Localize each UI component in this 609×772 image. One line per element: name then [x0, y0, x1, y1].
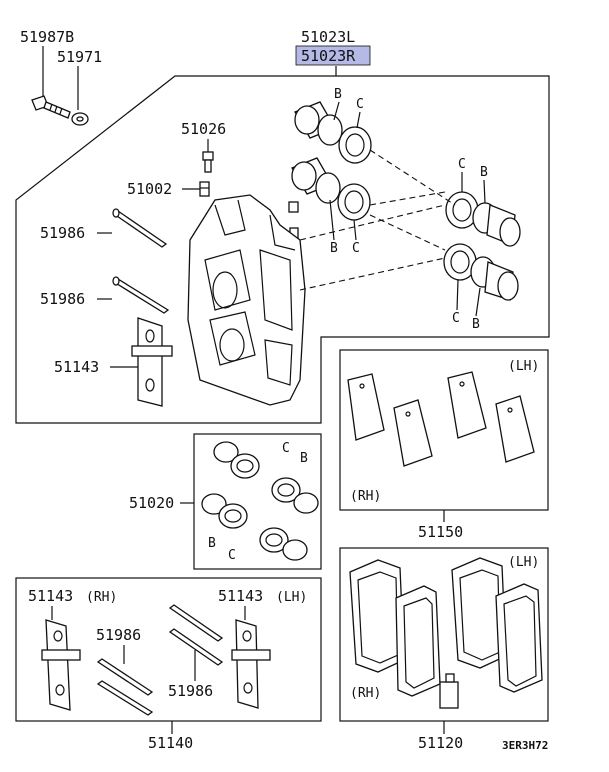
bleeder-cap-icon: [199, 181, 210, 197]
diagram-code: 3ER3H72: [502, 739, 548, 752]
assembly-line-2: [369, 191, 446, 206]
pad-kit-label: 51140: [148, 734, 193, 752]
brake-pads-icon: [349, 557, 543, 697]
seal-kit-frame: [193, 433, 322, 570]
piston-lower-left-icon: [291, 157, 371, 221]
clip-lh-marker: (LH): [276, 590, 307, 605]
seal-kit-icon: [201, 441, 319, 561]
marker-b-4-leader: [475, 287, 481, 317]
pin-lower-icon: [112, 276, 170, 314]
grease-tube-icon: [439, 673, 459, 709]
bleeder-label: 51026: [181, 120, 226, 138]
pin-lower-label: 51986: [40, 290, 85, 308]
caliper-right-highlight[interactable]: [295, 45, 371, 66]
caliper-group-frame: [15, 75, 550, 424]
marker-c-3: C: [458, 157, 466, 172]
caliper-right-label[interactable]: 51023R: [301, 47, 356, 65]
marker-b-3: B: [480, 165, 488, 180]
assembly-line-5: [369, 214, 446, 251]
marker-c-5: C: [282, 441, 290, 456]
piston-upper-left-icon: [294, 101, 372, 164]
clip-lh-icon: [231, 619, 271, 709]
pad-kit-frame: [15, 577, 322, 722]
clip-lh-label: 51143: [218, 587, 263, 605]
anti-rattle-clip-icon: [131, 317, 173, 407]
pads-label: 51120: [418, 734, 463, 752]
bolt-label: 51987B: [20, 28, 74, 46]
pad-plate-label: 51150: [418, 523, 463, 541]
caliper-left-label: 51023L: [301, 28, 355, 46]
bleeder-cap-label: 51002: [127, 180, 172, 198]
assembly-line-1: [369, 149, 456, 206]
shim-plate-1-icon: [347, 371, 535, 467]
assembly-line-3: [299, 204, 446, 241]
pin-kit-b-label: 51986: [168, 682, 213, 700]
marker-b-4: B: [472, 317, 480, 332]
marker-c-4: C: [452, 311, 460, 326]
marker-c-6: C: [228, 548, 236, 563]
marker-c-4-leader: [456, 279, 459, 311]
pads-rh-marker: (RH): [350, 686, 381, 701]
marker-c-1: C: [356, 97, 364, 112]
assembly-line-4: [299, 257, 446, 291]
piston-lower-right-icon: [443, 243, 519, 301]
pin-kit-icon: [96, 604, 224, 716]
pad-plate-lh-marker: (LH): [508, 359, 539, 374]
pin-upper-label: 51986: [40, 224, 85, 242]
spring-label: 51143: [54, 358, 99, 376]
marker-b-2-leader: [329, 199, 335, 241]
marker-c-2-leader: [353, 219, 357, 241]
pads-lh-marker: (LH): [508, 555, 539, 570]
washer-icon: [71, 112, 89, 126]
marker-c-1-leader: [356, 111, 361, 129]
seal-kit-label: 51020: [129, 494, 174, 512]
marker-b-1: B: [334, 87, 342, 102]
bolt-icon: [31, 95, 71, 119]
bleeder-screw-icon: [202, 151, 214, 173]
piston-upper-right-icon: [445, 191, 521, 247]
marker-b-2: B: [330, 241, 338, 256]
clip-rh-marker: (RH): [86, 590, 117, 605]
pad-plate-rh-marker: (RH): [350, 489, 381, 504]
marker-b-5: B: [300, 451, 308, 466]
washer-label: 51971: [57, 48, 102, 66]
marker-c-2: C: [352, 241, 360, 256]
marker-b-1-leader: [333, 101, 340, 121]
clip-rh-icon: [41, 619, 81, 711]
clip-rh-label: 51143: [28, 587, 73, 605]
pin-upper-icon: [112, 208, 168, 248]
pin-kit-a-label: 51986: [96, 626, 141, 644]
marker-b-3-leader: [483, 179, 486, 204]
caliper-body-icon: [187, 194, 306, 406]
marker-b-6: B: [208, 536, 216, 551]
